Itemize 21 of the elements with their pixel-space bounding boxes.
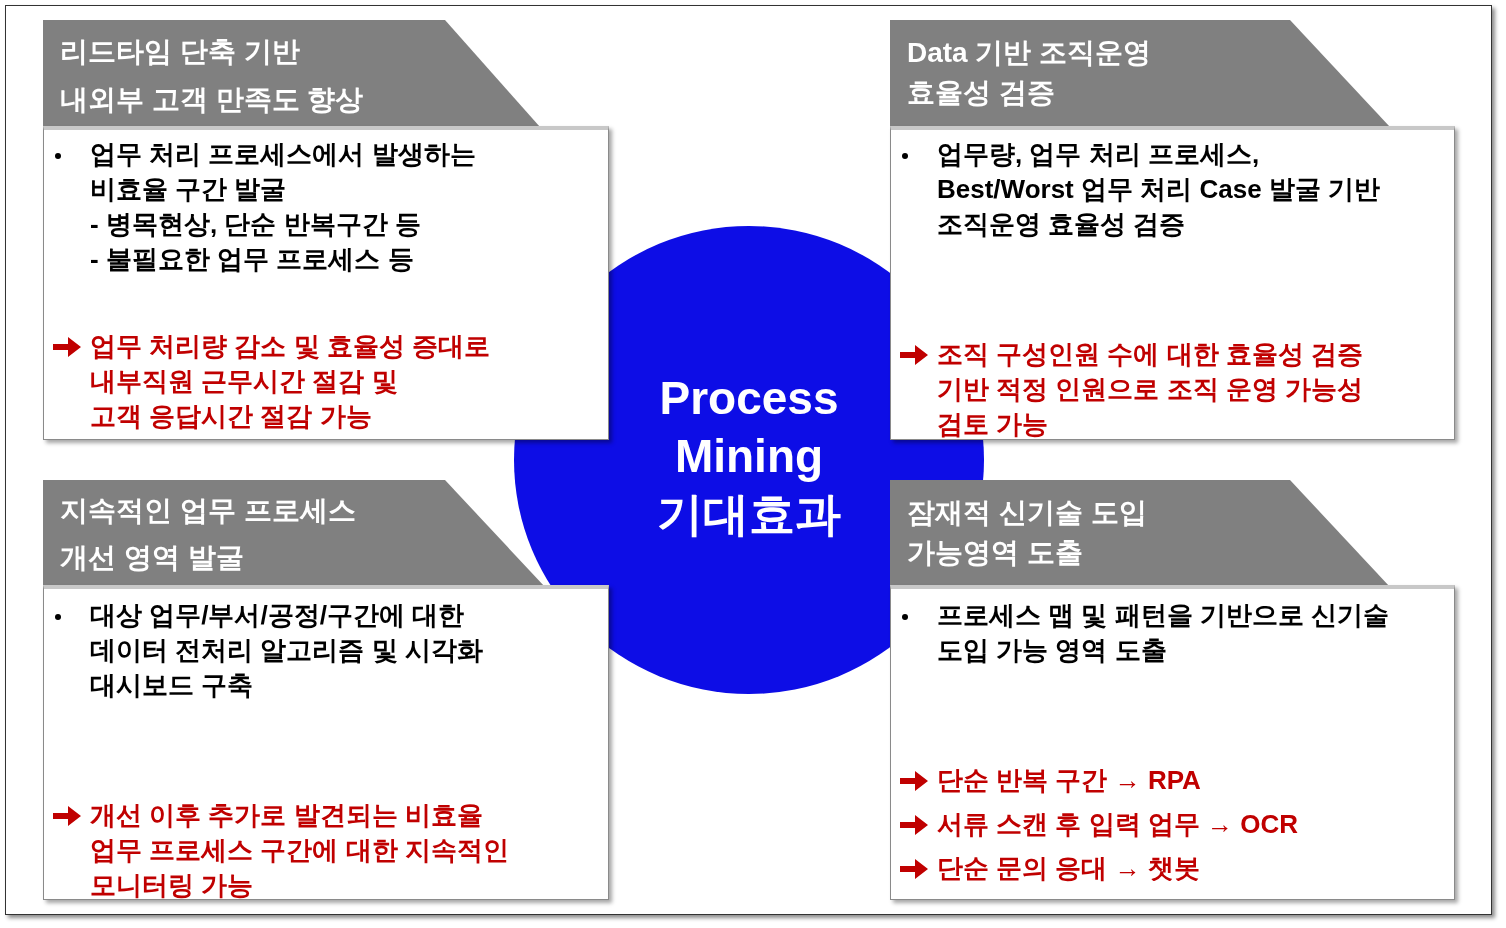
content-panel bbox=[890, 126, 1455, 440]
result-text: 단순 반복 구간 → RPA bbox=[937, 764, 1201, 797]
content-panel bbox=[43, 585, 609, 900]
header-text: Data 기반 조직운영 효율성 검증 bbox=[907, 36, 1152, 110]
result-text: 조직 구성인원 수에 대한 효율성 검증 기반 적정 인원으로 조직 운영 가능성 검토 가능 bbox=[937, 338, 1364, 441]
result-text: 서류 스캔 후 입력 업무 → OCR bbox=[937, 808, 1299, 841]
result-text: 개선 이후 추가로 발견되는 비효율 업무 프로세스 구간에 대한 지속적인 모니터링 가능 bbox=[90, 799, 509, 902]
header-text: 잠재적 신기술 도입 가능영역 도출 bbox=[907, 496, 1147, 570]
sub-item-text: - 병목현상, 단순 반복구간 등 bbox=[90, 208, 421, 241]
sub-item-text: - 불필요한 업무 프로세스 등 bbox=[90, 243, 414, 276]
header-text: 리드타임 단축 기반 내외부 고객 만족도 향상 bbox=[60, 35, 364, 117]
bullet-text: 업무량, 업무 처리 프로세스, Best/Worst 업무 처리 Case 발굴 기반 조직운영 효율성 검증 bbox=[937, 138, 1381, 241]
content-panel bbox=[43, 126, 609, 440]
result-text: 단순 문의 응대 → 챗봇 bbox=[937, 852, 1200, 885]
bullet-text: 대상 업무/부서/공정/구간에 대한 데이터 전처리 알고리즘 및 시각화 대시보드 구축 bbox=[90, 599, 483, 702]
bullet-text: 업무 처리 프로세스에서 발생하는 비효율 구간 발굴 bbox=[90, 138, 476, 206]
content-panel bbox=[890, 585, 1455, 900]
header-text: 지속적인 업무 프로세스 개선 영역 발굴 bbox=[60, 494, 356, 575]
bullet-text: 프로세스 맵 및 패턴을 기반으로 신기술 도입 가능 영역 도출 bbox=[937, 599, 1390, 667]
center-title: Process Mining 기대효과 bbox=[656, 371, 842, 542]
result-text: 업무 처리량 감소 및 효율성 증대로 내부직원 근무시간 절감 및 고객 응답시간 절감 가능 bbox=[90, 330, 491, 433]
